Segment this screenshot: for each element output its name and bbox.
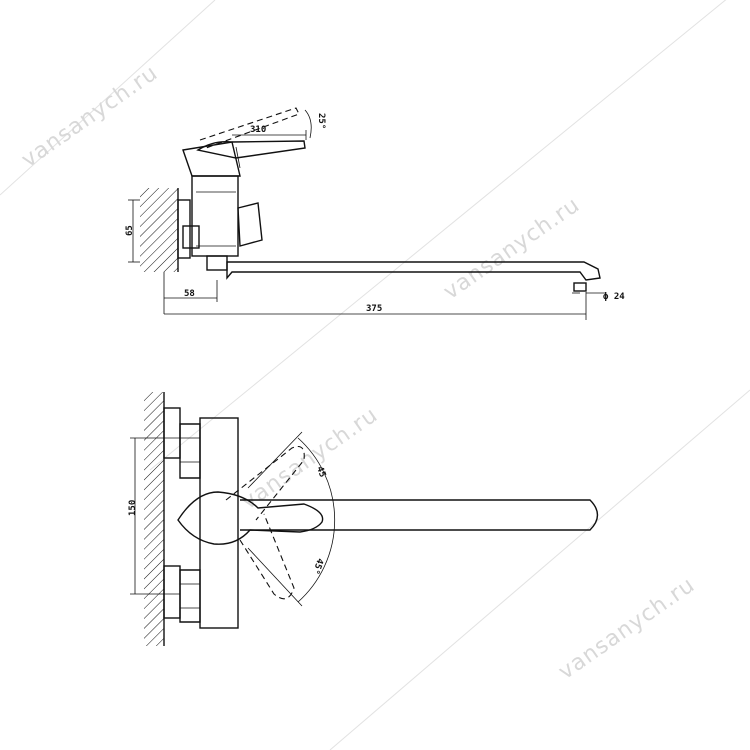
watermark-line bbox=[329, 389, 750, 750]
arc-radius-upper bbox=[247, 431, 303, 489]
spout bbox=[226, 261, 601, 281]
lever-handle bbox=[196, 140, 306, 159]
handle-line bbox=[235, 146, 241, 169]
dim-label-spout-diameter: ϕ 24 bbox=[603, 292, 625, 302]
dim-label-handle-length: 310 bbox=[250, 125, 266, 135]
diverter-knob bbox=[237, 202, 263, 247]
mixer-body bbox=[199, 417, 239, 629]
watermark-text: vansanych.ru bbox=[17, 60, 163, 172]
eccentric-lower bbox=[163, 565, 181, 619]
nut-lower bbox=[179, 569, 201, 623]
arc-radius-lower bbox=[247, 547, 303, 607]
rotation-arc bbox=[297, 437, 336, 603]
aerator bbox=[573, 282, 587, 292]
handle-rotated-upper bbox=[225, 445, 305, 521]
lever-handle bbox=[177, 491, 324, 545]
handle-raised-outline bbox=[199, 107, 300, 149]
spout bbox=[240, 499, 599, 531]
dim-label-wall-offset: 58 bbox=[184, 289, 195, 299]
cartridge-cap bbox=[182, 141, 241, 177]
dimension-phi-24: ϕ 24 bbox=[572, 292, 625, 302]
top-view: 45 45° 150 bbox=[128, 392, 599, 646]
wall-hatch bbox=[140, 188, 178, 272]
dim-label-angle-upper: 45 bbox=[314, 465, 327, 479]
dimension-150: 150 bbox=[128, 437, 180, 595]
watermark-text: vansanych.ru bbox=[237, 402, 383, 514]
dimension-65: 65 bbox=[125, 199, 140, 263]
dim-label-height: 65 bbox=[125, 225, 135, 236]
watermark-line bbox=[149, 0, 727, 471]
wall-hatch bbox=[144, 392, 164, 646]
watermark-text: vansanych.ru bbox=[554, 572, 700, 684]
dimension-375: 375 bbox=[164, 292, 587, 320]
dimension-58: 58 bbox=[163, 272, 218, 314]
spout-nut bbox=[206, 255, 228, 271]
dim-label-center-distance: 150 bbox=[128, 500, 138, 516]
watermark-text: vansanych.ru bbox=[439, 192, 585, 304]
dim-label-angle-lower: 45° bbox=[310, 557, 325, 576]
connector-nut bbox=[182, 225, 200, 249]
eccentric-connector bbox=[177, 199, 191, 259]
dim-label-total-length: 375 bbox=[366, 304, 382, 314]
eccentric-upper bbox=[163, 407, 181, 459]
dim-label-handle-angle: 25° bbox=[316, 113, 326, 129]
handle-rotated-lower bbox=[239, 513, 295, 600]
dimension-310: 310 bbox=[232, 125, 307, 140]
dimension-25-deg: 25° bbox=[304, 109, 326, 139]
watermark-line bbox=[0, 0, 216, 196]
side-view: 310 25° 65 58 375 ϕ 24 bbox=[125, 107, 625, 320]
